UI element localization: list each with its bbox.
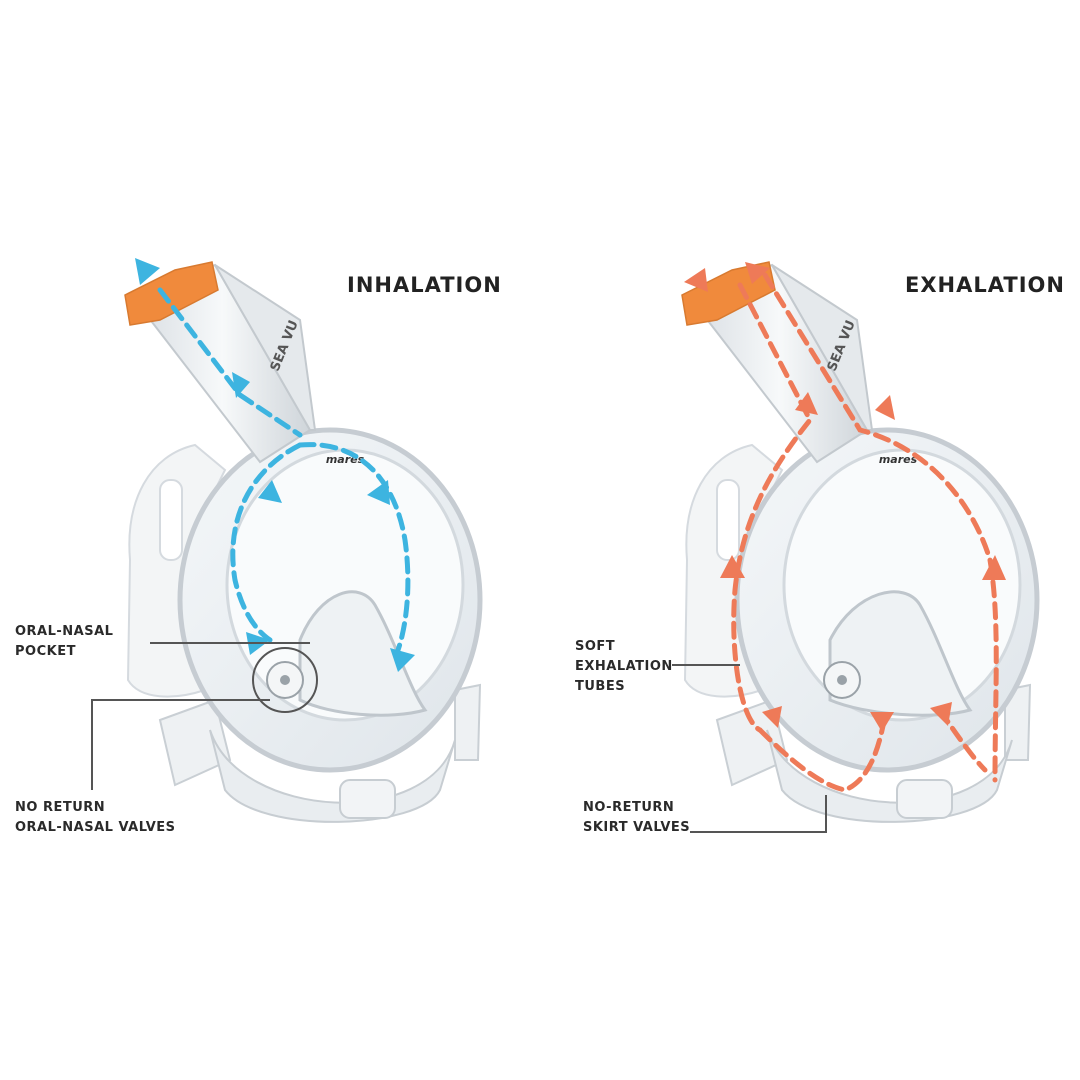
inhalation-callout-lines	[91, 642, 310, 790]
flow-arrow	[982, 555, 1006, 580]
flow-snorkel-segment	[157, 287, 303, 438]
mask-brand-logo: mares	[326, 453, 365, 466]
oral-nasal-valve	[823, 661, 861, 699]
flow-arrow	[795, 392, 818, 415]
flow-bottom-loop	[757, 712, 888, 793]
mask-brand-logo: mares	[879, 453, 918, 466]
callout-line-no-return-valves	[91, 699, 270, 790]
snorkel-cap	[124, 261, 219, 326]
exhalation-flow-path	[731, 272, 999, 793]
flow-right-up	[762, 272, 999, 783]
flow-arrow	[135, 258, 160, 285]
callout-text-line: ORAL-NASAL VALVES	[15, 820, 176, 835]
exhalation-callout-lines	[672, 664, 827, 833]
inhalation-title: INHALATION	[347, 273, 502, 297]
callout-text-line: SKIRT VALVES	[583, 820, 691, 835]
flow-arrow	[762, 706, 782, 728]
flow-left-loop	[230, 442, 303, 643]
oral-nasal-valve	[252, 647, 318, 713]
flow-arrow	[232, 372, 250, 398]
inhalation-flow-path	[157, 287, 411, 653]
callout-text-line: EXHALATION	[575, 659, 673, 674]
flow-arrow	[720, 555, 745, 578]
inhalation-mask: SEA VU mares	[91, 258, 483, 823]
exhalation-flow-arrows	[684, 262, 1006, 732]
exhalation-mask: SEA VU mares	[672, 261, 1040, 833]
flow-left-up	[731, 282, 813, 733]
flow-arrow	[684, 268, 708, 292]
callout-no-return-oral-nasal-valves: NO RETURN ORAL-NASAL VALVES	[15, 798, 176, 838]
flow-right-loop	[297, 442, 411, 653]
oral-nasal-pocket	[298, 590, 428, 717]
callout-text-line: NO-RETURN	[583, 800, 675, 815]
callout-line-skirt-valves	[690, 795, 827, 833]
exhalation-title: EXHALATION	[905, 273, 1065, 297]
mask-skirt	[766, 729, 1013, 823]
callout-text-line: POCKET	[15, 644, 76, 659]
flow-arrow	[875, 395, 895, 420]
callout-oral-nasal-pocket: ORAL-NASAL POCKET	[15, 622, 113, 662]
flow-arrow	[390, 648, 415, 672]
flow-arrow	[870, 712, 894, 732]
callout-text-line: TUBES	[575, 679, 626, 694]
flow-arrow	[258, 480, 282, 503]
callout-text-line: ORAL-NASAL	[15, 624, 114, 639]
flow-arrow	[745, 262, 770, 284]
flow-arrow	[930, 702, 952, 726]
callout-no-return-skirt-valves: NO-RETURN SKIRT VALVES	[583, 798, 690, 838]
callout-text-line: NO RETURN	[15, 800, 106, 815]
callout-soft-exhalation-tubes: SOFT EXHALATION TUBES	[575, 637, 673, 697]
mask-skirt	[209, 729, 456, 823]
flow-arrow	[367, 480, 390, 505]
strap-buckle	[158, 683, 482, 787]
callout-text-line: SOFT	[575, 639, 616, 654]
